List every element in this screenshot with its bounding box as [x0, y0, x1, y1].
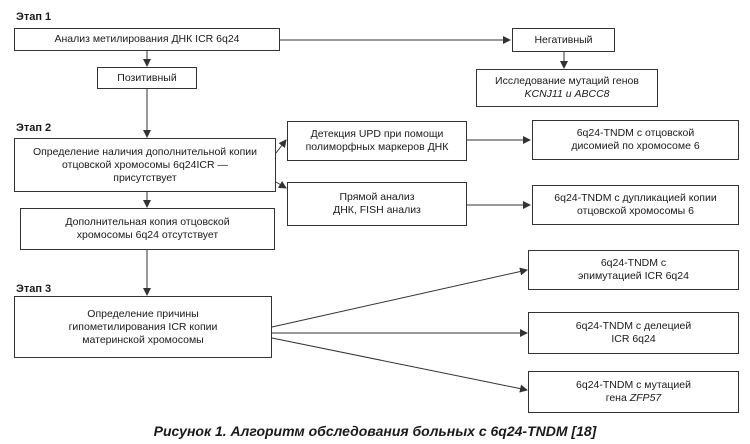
box-negative: Негативный [512, 28, 615, 52]
mutation-study-line2: KCNJ11 и ABCC8 [524, 88, 610, 100]
box-tndm-duplication: 6q24-TNDM с дупликацией копии отцовской … [532, 185, 739, 225]
box-positive: Позитивный [97, 67, 197, 89]
flowchart: Этап 1 Этап 2 Этап 3 Анализ метилировани… [14, 11, 739, 413]
mutation-study-line1: Исследование мутаций генов [495, 75, 639, 87]
stage-1-label: Этап 1 [16, 11, 52, 23]
arrow-extra-copy-to-direct [275, 180, 287, 189]
box-tndm-zfp57-mutation: 6q24-TNDM с мутацией гена ZFP57 [528, 371, 739, 413]
zfp57-line2: гена ZFP57 [605, 392, 662, 404]
direct-analysis-line2: ДНК, FISH анализ [333, 204, 421, 216]
stage-2-label: Этап 2 [16, 122, 52, 134]
box-tndm-epimutation: 6q24-TNDM с эпимутацией ICR 6q24 [528, 250, 739, 290]
direct-analysis-line1: Прямой анализ [339, 191, 415, 203]
box-direct-dna-analysis: Прямой анализ ДНК, FISH анализ [287, 182, 467, 226]
box-tndm-paternal-disomy: 6q24-TNDM с отцовской дисомией по хромос… [532, 120, 739, 160]
box-tndm-deletion: 6q24-TNDM с делецией ICR 6q24 [528, 312, 739, 354]
box-hypomethylation-cause: Определение причины гипометилирования IC… [14, 296, 272, 358]
box-upd-detection: Детекция UPD при помощи полиморфных марк… [287, 121, 467, 161]
box-dna-methylation-analysis: Анализ метилирования ДНК ICR 6q24 [14, 28, 280, 51]
box-extra-copy-absent: Дополнительная копия отцовской хромосомы… [20, 208, 275, 250]
connector-layer [143, 36, 568, 393]
box-extra-copy-present: Определение наличия дополнительной копии… [14, 138, 276, 192]
arrow-hypo-to-zfp57 [271, 337, 528, 393]
box-gene-mutation-study: Исследование мутаций генов KCNJ11 и ABCC… [476, 69, 658, 107]
stage-3-label: Этап 3 [16, 283, 52, 295]
zfp57-line1: 6q24-TNDM с мутацией [576, 379, 691, 391]
arrow-extra-copy-to-upd [275, 139, 287, 154]
figure-caption: Рисунок 1. Алгоритм обследования больных… [153, 423, 597, 439]
arrow-hypo-to-epimutation [271, 267, 528, 328]
